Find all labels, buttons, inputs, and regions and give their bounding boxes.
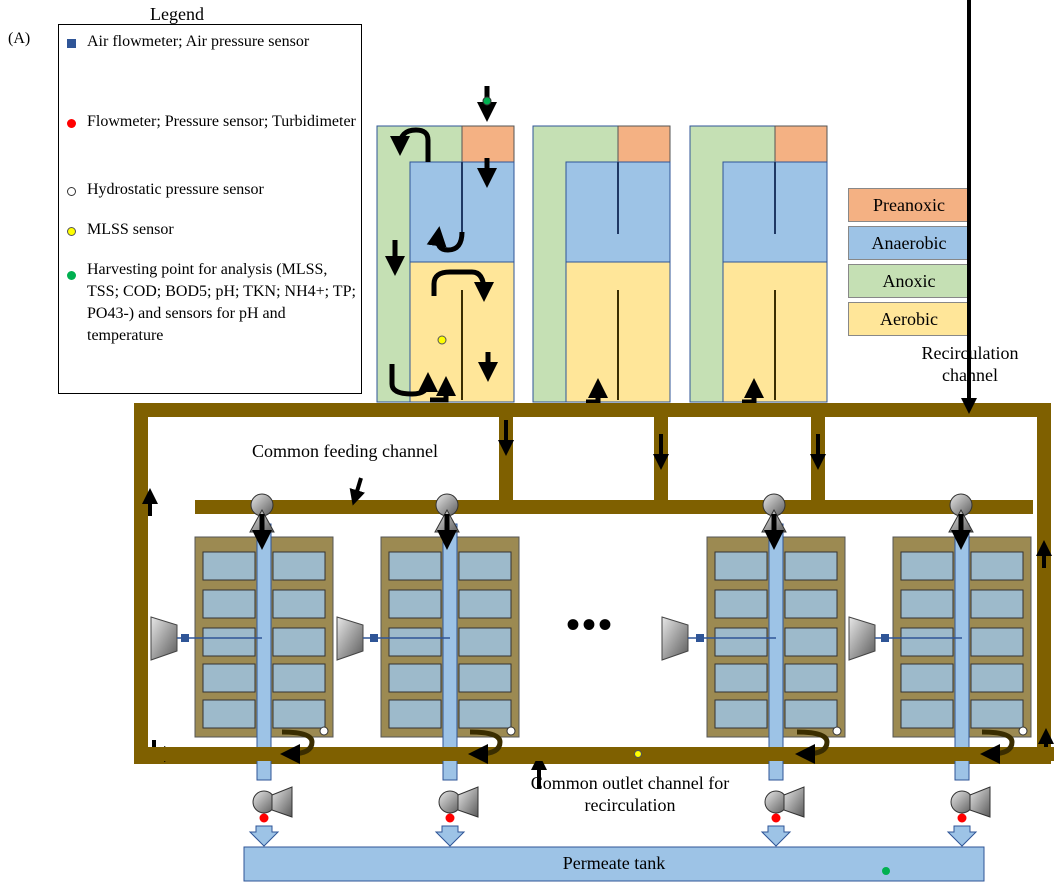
mlss-sensor-icon [634,750,642,758]
common-feeding-channel [195,500,1033,514]
hydrostatic-sensors [319,726,1028,736]
ellipsis: ••• [565,602,614,647]
common-outlet-channel [134,747,1054,761]
permeate-tank [243,846,985,882]
legend-item-label: Harvesting point for analysis (MLSS, TSS… [87,261,356,344]
air-blowers [150,616,962,661]
zone-legend-anoxic: Anoxic [848,264,970,298]
membrane-module-3 [706,523,846,781]
legend-item-label: MLSS sensor [87,221,174,238]
legend-box: Air flowmeter; Air pressure sensor Flowm… [58,24,362,394]
red-dot-icon [67,119,76,128]
legend-item-label: Hydrostatic pressure sensor [87,181,264,198]
panel-label: (A) [8,30,31,47]
common-feeding-channel-label: Common feeding channel [252,441,438,461]
green-dot-icon [67,271,76,280]
legend-item-label: Air flowmeter; Air pressure sensor [87,33,310,50]
legend-item-label: Flowmeter; Pressure sensor; Turbidimeter [87,113,356,130]
recirculation-channel-label: Recirculation channel [921,343,1019,385]
feed-pumps [249,493,974,550]
bioreactor-2 [532,125,671,403]
yellow-dot-icon [67,227,76,236]
harvesting-point-icon [482,96,492,106]
blue-square-icon [67,39,76,48]
harvesting-point-icon [882,867,890,875]
membrane-module-2 [380,523,520,781]
bioreactor-1 [376,125,515,403]
zone-legend-anaerobic: Anaerobic [848,226,970,260]
common-outlet-channel-label: Common outlet channel for recirculation [530,773,730,815]
permeate-pumps [248,786,991,847]
white-dot-icon [67,187,76,196]
bioreactor-3 [689,125,828,403]
legend-title: Legend [150,4,204,24]
permeate-tank-label: Permeate tank [562,853,666,873]
membrane-module-4 [892,523,1032,781]
recirculation-curl-arrows [280,729,1015,764]
mlss-sensor-icon [437,335,447,345]
